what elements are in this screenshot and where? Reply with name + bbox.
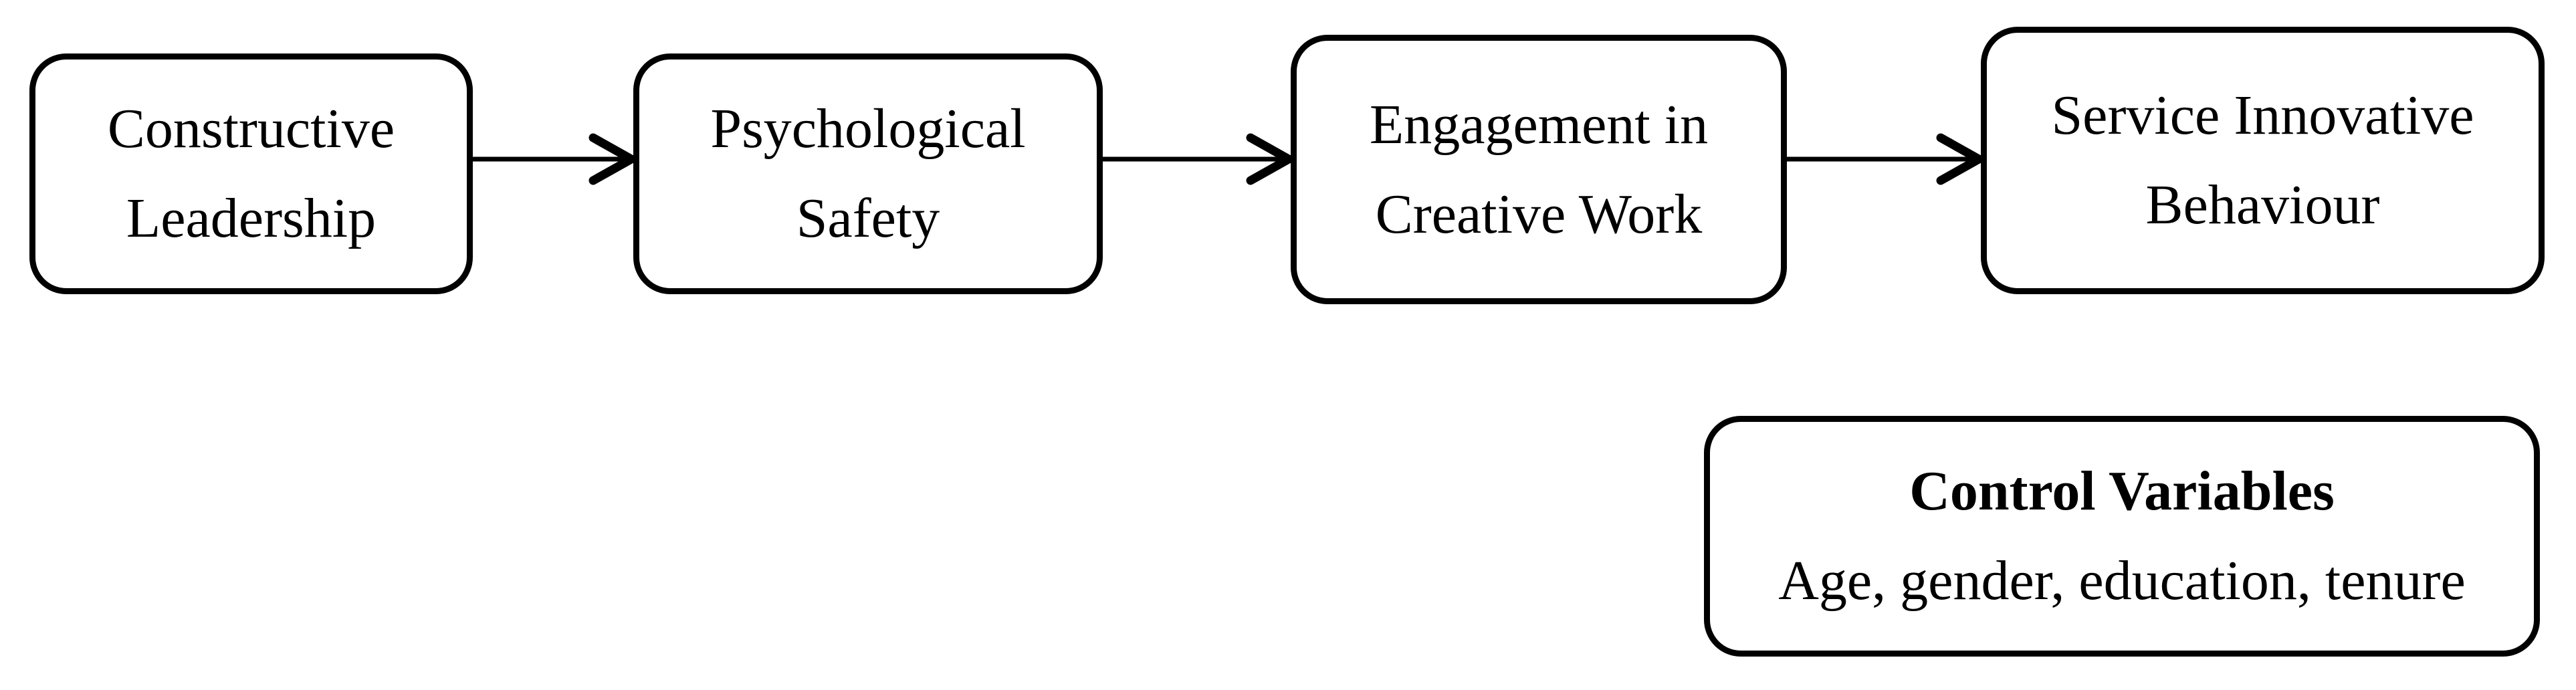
node-label-line: Safety [796, 187, 940, 249]
control-variables-box: Control Variables Age, gender, education… [1704, 416, 2540, 657]
node-label-line: Engagement in [1369, 93, 1709, 156]
node-label-line: Service Innovative [2051, 84, 2474, 146]
node-constructive-leadership: Constructive Leadership [29, 53, 473, 294]
node-engagement-creative-work: Engagement in Creative Work [1291, 35, 1787, 304]
node-label-line: Psychological [710, 98, 1026, 160]
arrow-safety-to-engagement [1101, 133, 1291, 185]
arrowhead-icon [1936, 133, 1981, 185]
node-label-line: Constructive [107, 98, 395, 160]
node-label-line: Creative Work [1375, 183, 1703, 245]
arrowhead-icon [588, 133, 633, 185]
node-service-innovative-behaviour: Service Innovative Behaviour [1981, 27, 2545, 294]
node-psychological-safety: Psychological Safety [633, 53, 1103, 294]
control-variables-title: Control Variables [1909, 460, 2335, 522]
arrowhead-icon [1246, 133, 1291, 185]
node-label-line: Leadership [126, 187, 377, 249]
arrow-leadership-to-safety [471, 133, 633, 185]
arrow-engagement-to-behaviour [1785, 133, 1981, 185]
node-label-line: Behaviour [2145, 174, 2380, 236]
control-variables-list: Age, gender, education, tenure [1778, 550, 2466, 612]
